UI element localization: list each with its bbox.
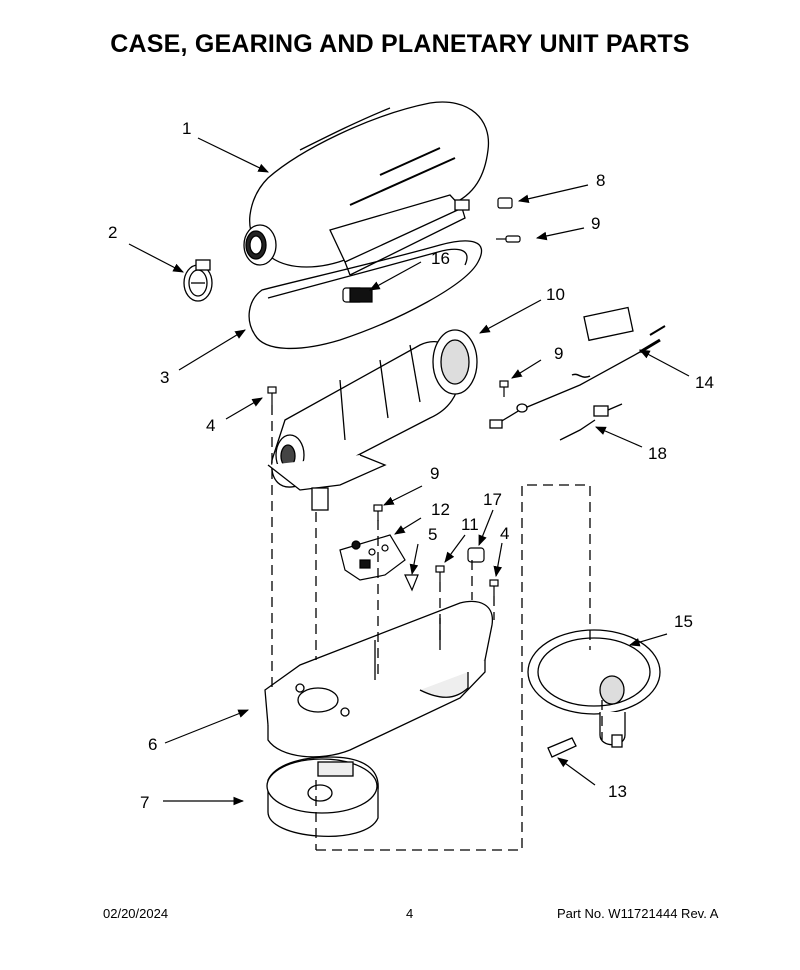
trim-band-icon	[248, 240, 483, 350]
screw-16-icon	[342, 287, 373, 303]
screw-9-lower-icon	[373, 504, 383, 521]
callout-9-lower: 9	[430, 464, 439, 483]
callout-9-upper: 9	[591, 214, 600, 233]
screw-11-icon	[435, 565, 445, 582]
screw-9-mid-icon	[499, 380, 509, 397]
control-board-icon	[339, 534, 406, 581]
planetary-unit-icon	[527, 629, 661, 748]
bracket-5-icon	[404, 574, 419, 592]
callout-17: 17	[483, 490, 502, 509]
callout-labels: 1 2 3 4 5 6 7 8 9 10 11 12 13 14 15 16 1…	[108, 119, 714, 812]
callout-18: 18	[648, 444, 667, 463]
callout-14: 14	[695, 373, 714, 392]
callout-8: 8	[596, 171, 605, 190]
screw-4-lower-icon	[489, 579, 499, 596]
callout-10: 10	[546, 285, 565, 304]
callout-1: 1	[182, 119, 191, 138]
page-title: CASE, GEARING AND PLANETARY UNIT PARTS	[110, 30, 690, 58]
callout-11: 11	[461, 515, 479, 534]
callout-13: 13	[608, 782, 627, 801]
footer-date: 02/20/2024	[103, 906, 169, 921]
motor-housing-icon	[243, 101, 490, 276]
callout-5: 5	[428, 525, 437, 544]
leader-arrows	[128, 137, 690, 806]
callout-6: 6	[148, 735, 157, 754]
screw-8-icon	[497, 197, 513, 209]
assembly-lines	[271, 405, 603, 851]
footer-part-number: Part No. W11721444 Rev. A	[557, 906, 719, 921]
callout-12: 12	[431, 500, 450, 519]
gear-cover-icon	[266, 756, 379, 838]
power-cord-icon	[489, 306, 666, 429]
callout-2: 2	[108, 223, 117, 242]
callout-16: 16	[431, 249, 450, 268]
callout-4-upper: 4	[206, 416, 215, 435]
callout-7: 7	[140, 793, 149, 812]
pin-13-icon	[547, 737, 577, 758]
motor-icon	[267, 329, 478, 511]
screw-4-upper-icon	[267, 386, 277, 405]
screw-9-upper-icon	[496, 235, 521, 243]
front-trim-cap-icon	[183, 259, 213, 302]
callout-3: 3	[160, 368, 169, 387]
wire-harness-icon	[559, 403, 623, 441]
bushing-17-icon	[467, 547, 485, 563]
callout-4-lower: 4	[500, 524, 509, 543]
callout-9-mid: 9	[554, 344, 563, 363]
gear-case-icon	[264, 600, 493, 758]
footer-page-number: 4	[406, 906, 414, 921]
callout-15: 15	[674, 612, 693, 631]
